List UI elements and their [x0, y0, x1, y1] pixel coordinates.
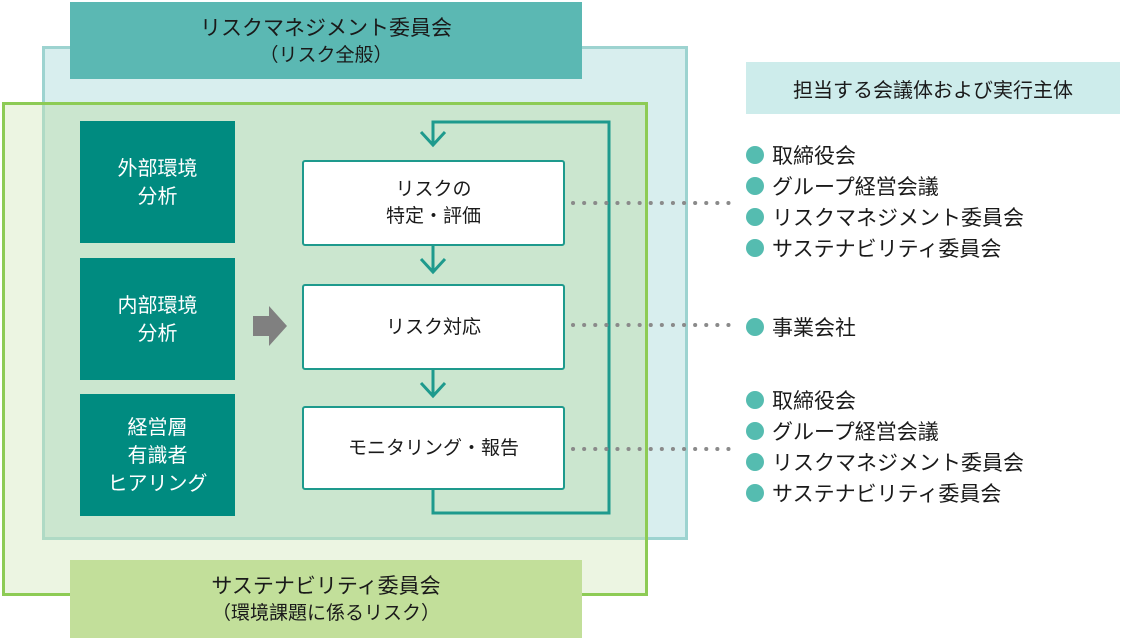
entity-label: リスクマネジメント委員会: [772, 205, 1024, 230]
risk-committee-header: リスクマネジメント委員会 （リスク全般）: [70, 2, 582, 79]
list-item: リスクマネジメント委員会: [746, 201, 1024, 232]
entity-label: 事業会社: [772, 315, 856, 340]
list-item: リスクマネジメント委員会: [746, 446, 1024, 477]
entity-label: サステナビリティ委員会: [772, 481, 1002, 506]
bullet-icon: [746, 207, 764, 226]
bullet-icon: [746, 390, 764, 409]
step-label-line: 特定・評価: [385, 205, 481, 227]
step-risk-response: リスク対応: [302, 284, 565, 370]
right-arrow-icon: [253, 306, 287, 346]
list-item: グループ経営会議: [746, 415, 1024, 446]
entity-list-identify: 取締役会 グループ経営会議 リスクマネジメント委員会 サステナビリティ委員会: [746, 139, 1024, 263]
input-label-line: 分析: [137, 321, 178, 345]
input-internal-analysis: 内部環境 分析: [80, 258, 235, 380]
entity-label: 取締役会: [772, 143, 856, 168]
cycle-loop-line: [431, 120, 611, 515]
list-item: 取締役会: [746, 139, 1024, 170]
down-arrow-icon: [419, 257, 447, 275]
entity-list-response: 事業会社: [746, 311, 856, 342]
input-label-line: 有識者: [127, 443, 188, 467]
entity-label: グループ経営会議: [772, 174, 939, 199]
input-label-line: 外部環境: [117, 156, 198, 180]
risk-committee-title: リスクマネジメント委員会: [200, 15, 452, 40]
entity-label: リスクマネジメント委員会: [772, 450, 1024, 475]
step-label-line: リスクの: [395, 178, 472, 200]
bullet-icon: [746, 176, 764, 195]
input-label-line: 分析: [137, 184, 178, 208]
input-management-hearing: 経営層 有識者 ヒアリング: [80, 394, 235, 516]
bullet-icon: [746, 317, 764, 336]
step-monitoring-report: モニタリング・報告: [302, 406, 565, 490]
entity-label: サステナビリティ委員会: [772, 236, 1002, 261]
list-item: グループ経営会議: [746, 170, 1024, 201]
bullet-icon: [746, 238, 764, 257]
list-item: 事業会社: [746, 311, 856, 342]
input-label-line: 内部環境: [117, 293, 198, 317]
entity-label: 取締役会: [772, 388, 856, 413]
down-arrow-icon: [419, 381, 447, 399]
down-arrow-icon: [419, 130, 447, 148]
step-label-line: モニタリング・報告: [347, 436, 519, 459]
entity-list-monitoring: 取締役会 グループ経営会議 リスクマネジメント委員会 サステナビリティ委員会: [746, 384, 1024, 508]
risk-committee-subtitle: （リスク全般）: [259, 43, 393, 66]
list-item: 取締役会: [746, 384, 1024, 415]
input-label-line: ヒアリング: [107, 471, 208, 495]
bullet-icon: [746, 452, 764, 471]
bullet-icon: [746, 421, 764, 440]
input-external-analysis: 外部環境 分析: [80, 121, 235, 243]
list-item: サステナビリティ委員会: [746, 477, 1024, 508]
sustainability-committee-header: サステナビリティ委員会 （環境課題に係るリスク）: [70, 560, 582, 638]
entities-header: 担当する会議体および実行主体: [746, 62, 1120, 114]
sustainability-committee-title: サステナビリティ委員会: [211, 574, 441, 598]
bullet-icon: [746, 145, 764, 164]
entity-label: グループ経営会議: [772, 419, 939, 444]
list-item: サステナビリティ委員会: [746, 232, 1024, 263]
step-label-line: リスク対応: [385, 315, 481, 338]
step-identify-evaluate: リスクの 特定・評価: [302, 160, 565, 246]
bullet-icon: [746, 483, 764, 502]
input-label-line: 経営層: [127, 415, 188, 439]
sustainability-committee-subtitle: （環境課題に係るリスク）: [211, 602, 440, 624]
